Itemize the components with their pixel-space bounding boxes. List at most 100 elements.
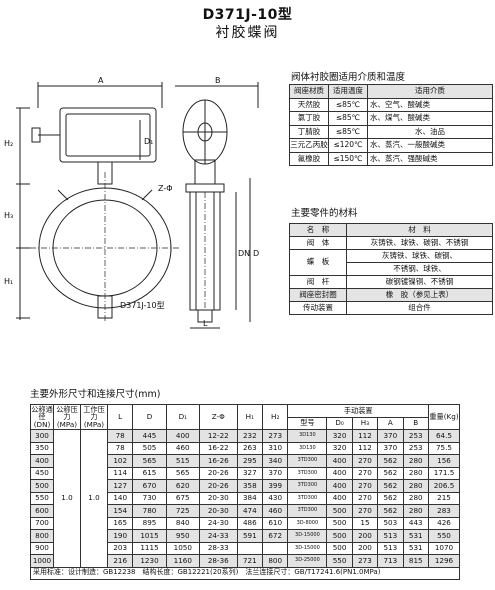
table-cell: 474 [236, 504, 264, 518]
table-cell: 253 [402, 429, 430, 443]
table-cell: 78 [106, 441, 134, 455]
valve-technical-drawing: A B H₂ H₃ H₁ D₁ DN D L Z-Φ [4, 76, 259, 329]
label-z: Z-Φ [158, 184, 173, 193]
table-cell: 815 [402, 554, 430, 568]
standards-footer: 采用标准：设计制造：GB12238 结构长度：GB12221(20系列) 法兰连… [30, 566, 460, 580]
table-cell: 721 [236, 554, 264, 568]
gear-box [59, 107, 157, 163]
table-cell: 3D130 [287, 429, 328, 443]
table-cell: 216 [106, 554, 134, 568]
table-cell: 310 [262, 441, 289, 455]
header-h1: H₁ [236, 404, 264, 430]
table-cell: 340 [262, 454, 289, 468]
label-d: D [253, 249, 259, 258]
table-cell: 531 [402, 529, 430, 543]
header-pn: 公称压力(MPa) [53, 404, 81, 430]
table-cell: 156 [428, 454, 460, 468]
label-l: L [203, 319, 208, 328]
table-cell: 270 [351, 466, 379, 480]
table-cell: 1070 [428, 541, 460, 555]
part-material: 灰铸铁、球铁、碳钢、 [346, 249, 493, 263]
header-model: 型号 [287, 416, 328, 430]
part-name: 阀 杆 [289, 275, 347, 289]
table-cell: 3TD300 [287, 466, 328, 480]
label-h2: H₂ [4, 139, 13, 148]
label-dn: DN [238, 249, 250, 258]
table-cell: 565 [132, 454, 167, 468]
table-cell: 氟橡胶 [289, 151, 329, 166]
table-cell: ≤150℃ [328, 151, 368, 166]
table-cell: 503 [377, 516, 404, 530]
table-cell: 1000 [30, 554, 54, 568]
table-cell: 500 [30, 479, 54, 493]
table-cell: 370 [377, 429, 404, 443]
table-cell: 700 [30, 516, 54, 530]
parts-header-material: 材 料 [346, 223, 493, 237]
table-cell: 400 [30, 454, 54, 468]
drawing-caption: D371J-10型 [120, 301, 165, 310]
table-cell: 550 [30, 491, 54, 505]
table-cell: 三元乙丙胶 [289, 138, 329, 153]
header-actuator: 手动装置 [287, 404, 429, 418]
table-cell: 20-30 [198, 504, 238, 518]
header-b: B [402, 416, 430, 430]
table-cell: 562 [377, 504, 404, 518]
table-cell: 氯丁胶 [289, 111, 329, 126]
table-cell: 1160 [165, 554, 200, 568]
table-cell: 水、煤气、酸碱类 [367, 111, 493, 126]
table-cell: 505 [132, 441, 167, 455]
table-cell [262, 541, 289, 555]
table-cell: 895 [132, 516, 167, 530]
table-cell: 天然胶 [289, 97, 329, 112]
table-cell: 562 [377, 479, 404, 493]
table-cell: 3D-15000 [287, 529, 328, 543]
table-cell: 1296 [428, 554, 460, 568]
dim-table-title: 主要外形尺寸和连接尺寸(mm) [30, 389, 161, 400]
table-cell: 3TD300 [287, 491, 328, 505]
part-name: 阀座密封圈 [289, 288, 347, 302]
header-h2: H₂ [262, 404, 289, 430]
table-cell: 426 [428, 516, 460, 530]
label-h1: H₁ [4, 277, 13, 286]
table-cell: 283 [428, 504, 460, 518]
media-header-medium: 适用介质 [367, 84, 493, 99]
table-cell: 950 [165, 529, 200, 543]
table-cell: 1050 [165, 541, 200, 555]
table-cell: 200 [351, 529, 379, 543]
table-cell: 3TD300 [287, 479, 328, 493]
table-cell: 190 [106, 529, 134, 543]
table-cell: 620 [165, 479, 200, 493]
table-cell: 3TD300 [287, 504, 328, 518]
table-cell: 730 [132, 491, 167, 505]
table-cell: 358 [236, 479, 264, 493]
table-cell: 3TD300 [287, 454, 328, 468]
parts-table: 名 称 材 料 阀 体 灰铸铁、球铁、碳钢、不锈钢 蝶 板 灰铸铁、球铁、碳钢、… [289, 223, 493, 315]
table-cell: 16-26 [198, 454, 238, 468]
table-row: 蝶 板 灰铸铁、球铁、碳钢、 [289, 249, 493, 276]
table-cell: 800 [30, 529, 54, 543]
table-cell: 12-22 [198, 429, 238, 443]
dimension-table: 公称通径(DN) 公称压力(MPa) 工作压力(MPa) L D D₁ Z-Φ … [30, 404, 460, 580]
table-cell: 562 [377, 454, 404, 468]
table-cell: 515 [165, 454, 200, 468]
table-cell: 600 [30, 504, 54, 518]
table-cell: 16-22 [198, 441, 238, 455]
table-cell: 610 [262, 516, 289, 530]
part-name: 蝶 板 [289, 249, 347, 276]
table-cell: 232 [236, 429, 264, 443]
table-cell: 1115 [132, 541, 167, 555]
table-cell: 140 [106, 491, 134, 505]
table-cell: 114 [106, 466, 134, 480]
table-cell: 900 [30, 541, 54, 555]
table-cell: 水、油品 [367, 124, 493, 139]
table-cell: 500 [326, 529, 353, 543]
table-cell: 460 [165, 441, 200, 455]
table-cell: 300 [30, 429, 54, 443]
table-cell: 280 [402, 466, 430, 480]
